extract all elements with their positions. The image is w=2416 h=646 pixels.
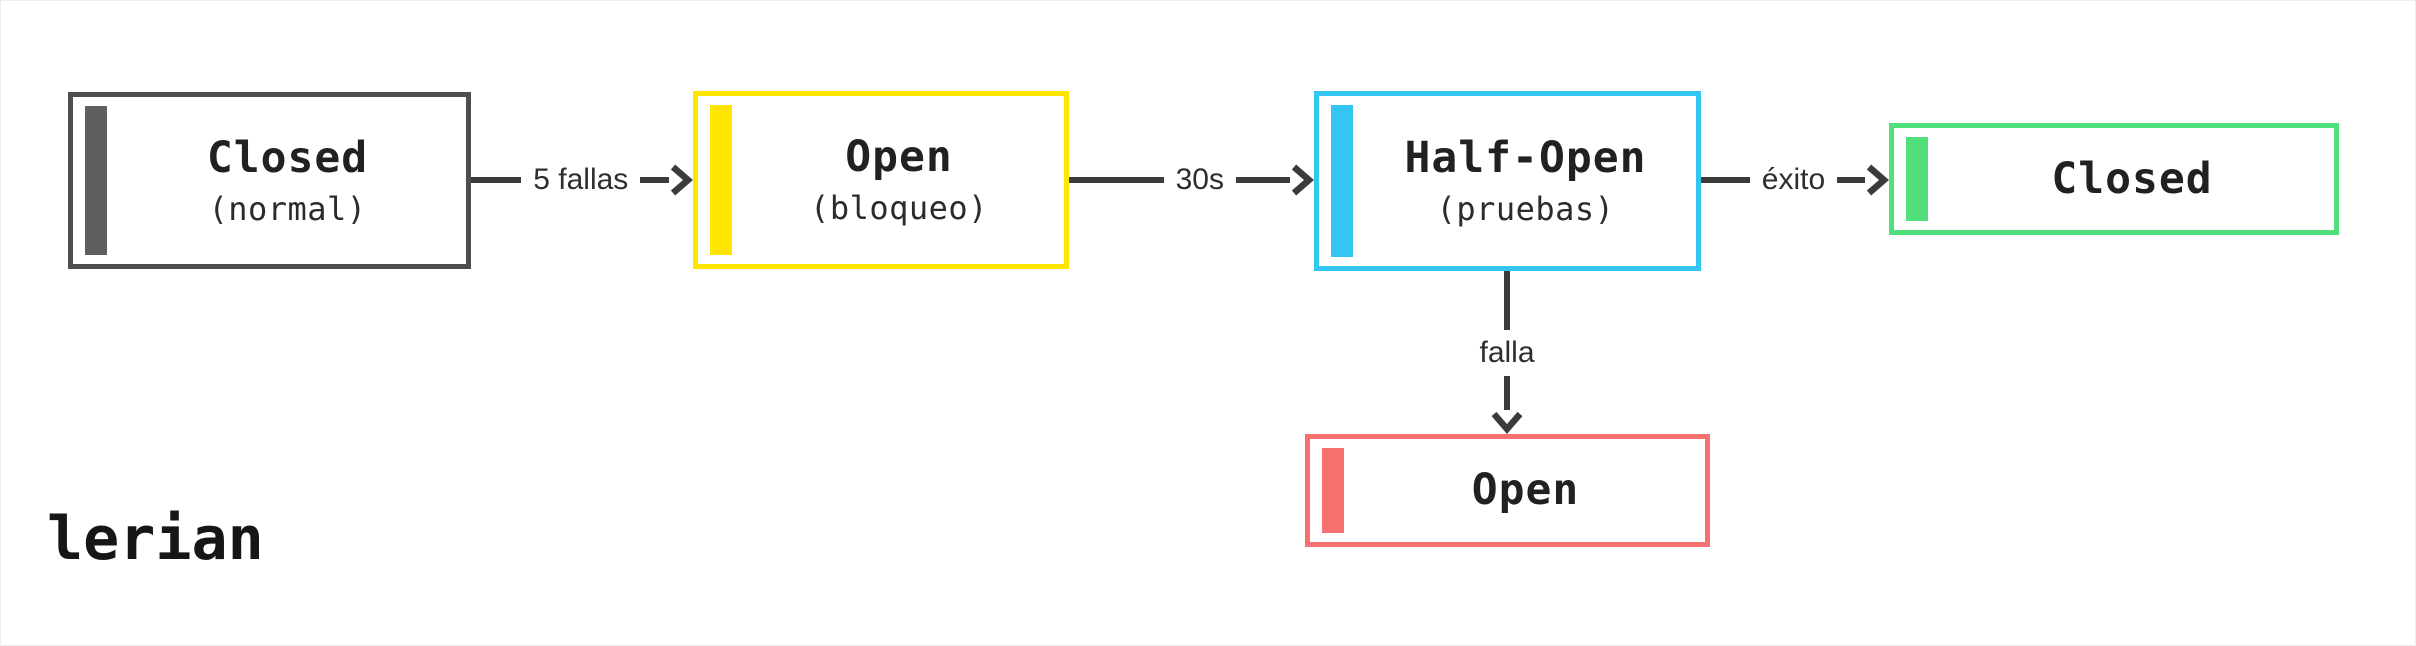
state-title: Half-Open: [1404, 133, 1647, 183]
lerian-logo: lerian: [47, 504, 264, 574]
state-text: Open (bloqueo): [698, 96, 1064, 264]
state-title: Closed: [206, 132, 369, 183]
state-subtitle: (pruebas): [1436, 190, 1615, 228]
edge-line: [471, 177, 522, 183]
arrowhead-right-icon: [1866, 164, 1889, 196]
edge-5-fallas: 5 fallas: [471, 160, 693, 200]
edge-exito: éxito: [1701, 160, 1889, 200]
arrowhead-right-icon: [1291, 164, 1314, 196]
edge-line: [1069, 177, 1164, 183]
edge-line: [1837, 177, 1865, 183]
state-node-open-bloqueo: Open (bloqueo): [693, 91, 1069, 269]
state-text: Closed: [1894, 128, 2334, 230]
state-node-half-open: Half-Open (pruebas): [1314, 91, 1701, 271]
state-title: Closed: [2051, 153, 2213, 204]
state-text: Closed (normal): [73, 97, 466, 264]
state-accent-bar: [1906, 137, 1928, 221]
arrowhead-down-icon: [1491, 411, 1523, 434]
edge-line: [1235, 177, 1290, 183]
edge-label: 5 fallas: [533, 163, 629, 196]
state-node-closed-success: Closed: [1889, 123, 2339, 235]
edge-label: 30s: [1175, 163, 1224, 196]
edge-30s: 30s: [1069, 160, 1314, 200]
edge-falla: falla: [1479, 271, 1535, 434]
edge-line: [640, 177, 669, 183]
edge-line: [1504, 376, 1510, 410]
edge-line: [1701, 177, 1750, 183]
state-title: Open: [845, 132, 953, 182]
arrowhead-right-icon: [670, 164, 693, 196]
edge-label: éxito: [1761, 163, 1826, 196]
state-node-open-falla: Open: [1305, 434, 1710, 547]
state-node-closed-normal: Closed (normal): [68, 92, 471, 269]
state-subtitle: (bloqueo): [810, 189, 988, 227]
state-text: Half-Open (pruebas): [1319, 96, 1696, 266]
state-title: Open: [1471, 465, 1580, 515]
edge-line: [1504, 271, 1510, 331]
state-accent-bar: [1322, 448, 1344, 533]
state-accent-bar: [85, 106, 107, 255]
state-accent-bar: [1331, 105, 1353, 257]
edge-label: falla: [1479, 336, 1535, 370]
state-subtitle: (normal): [208, 189, 367, 228]
state-text: Open: [1310, 439, 1705, 542]
state-accent-bar: [710, 105, 732, 255]
